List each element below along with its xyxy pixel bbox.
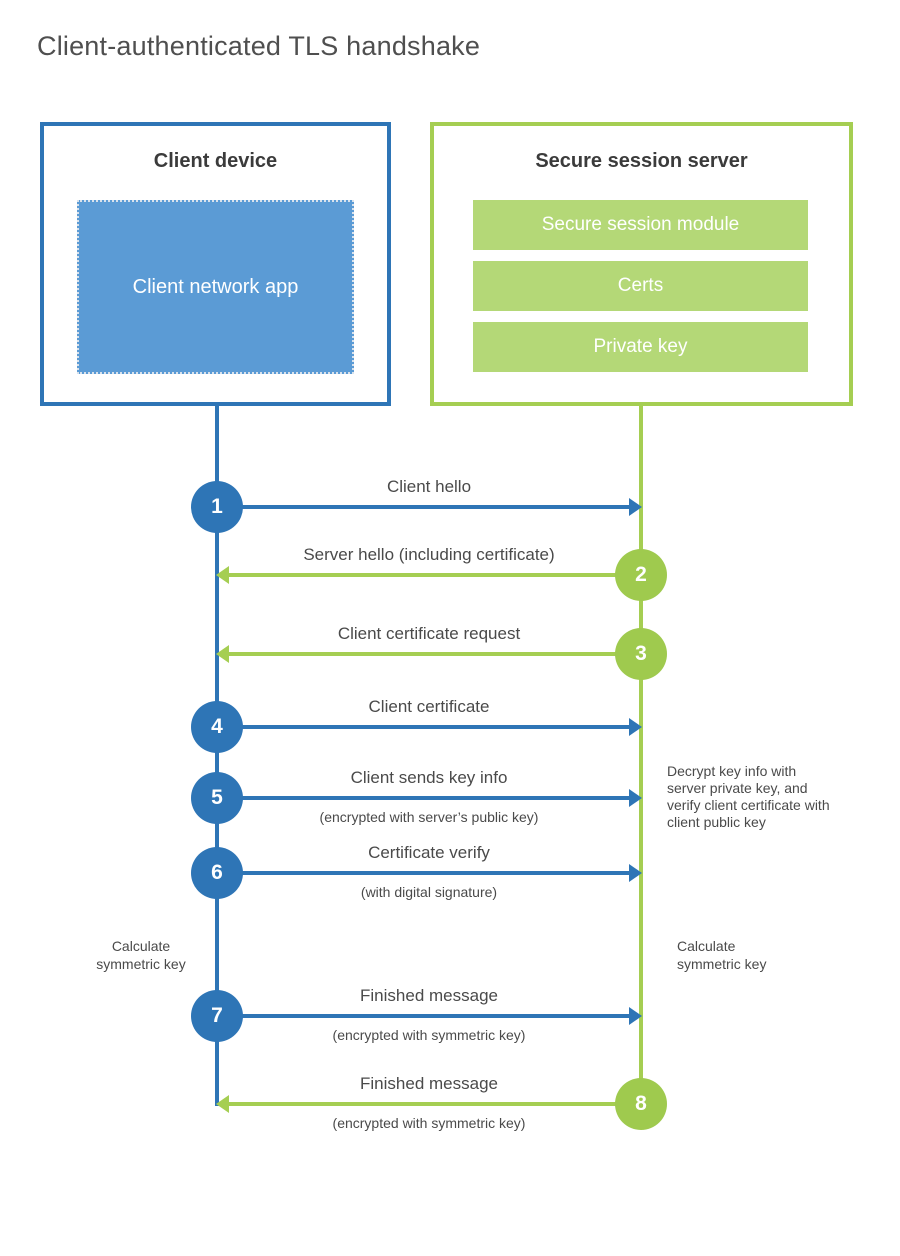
message-label: Client certificate xyxy=(368,697,490,716)
secure-session-server-title: Secure session server xyxy=(535,150,748,172)
step-number-badge: 4 xyxy=(191,701,243,753)
message-arrowhead xyxy=(629,1007,642,1025)
message-label: Finished message xyxy=(360,986,498,1005)
message-row: Client certificate request 3 xyxy=(0,622,900,698)
server-module-bar: Private key xyxy=(473,322,808,372)
step-number-badge: 7 xyxy=(191,990,243,1042)
server-module-bar: Certs xyxy=(473,261,808,311)
page-title: Client-authenticated TLS handshake xyxy=(37,31,481,61)
client-device-box: Client device Client network app xyxy=(40,122,391,406)
message-sublabel: (encrypted with symmetric key) xyxy=(332,1115,526,1131)
server-module-bar: Secure session module xyxy=(473,200,808,250)
message-arrowhead xyxy=(629,498,642,516)
message-row: Finished message 8 (encrypted with symme… xyxy=(0,1072,900,1148)
calc-symmetric-key-left: Calculate symmetric key xyxy=(96,938,186,972)
step-number-badge: 2 xyxy=(615,549,667,601)
message-label: Server hello (including certificate) xyxy=(303,545,555,564)
message-arrowhead xyxy=(629,864,642,882)
client-network-app-label: Client network app xyxy=(132,276,299,298)
message-arrowhead xyxy=(629,718,642,736)
message-row: Finished message 7 (encrypted with symme… xyxy=(0,984,900,1060)
message-arrow-line xyxy=(217,796,629,800)
message-row: Server hello (including certificate) 2 xyxy=(0,543,900,619)
step-number-badge: 5 xyxy=(191,772,243,824)
message-label: Client sends key info xyxy=(350,768,508,787)
message-arrow-line xyxy=(217,725,629,729)
calc-symmetric-key-right: Calculate symmetric key xyxy=(677,938,767,972)
message-arrow-line xyxy=(229,1102,641,1106)
message-arrow-line xyxy=(217,505,629,509)
message-arrow-line xyxy=(229,652,641,656)
message-label: Finished message xyxy=(360,1074,498,1093)
message-label: Client certificate request xyxy=(337,624,521,643)
message-arrowhead xyxy=(216,645,229,663)
message-label: Client hello xyxy=(386,477,472,496)
server-lifeline xyxy=(639,406,643,1106)
message-row: Client sends key info 5 (encrypted with … xyxy=(0,766,900,842)
step-number-badge: 3 xyxy=(615,628,667,680)
message-arrowhead xyxy=(216,1095,229,1113)
message-arrow-line xyxy=(217,1014,629,1018)
message-arrowhead xyxy=(629,789,642,807)
message-arrow-line xyxy=(229,573,641,577)
step-number-badge: 8 xyxy=(615,1078,667,1130)
message-arrow-line xyxy=(217,871,629,875)
secure-session-server-box: Secure session server Secure session mod… xyxy=(430,122,853,406)
message-row: Client hello 1 xyxy=(0,475,900,551)
message-sublabel: (encrypted with server’s public key) xyxy=(319,809,539,825)
message-label: Certificate verify xyxy=(368,843,490,862)
message-row: Certificate verify 6 (with digital signa… xyxy=(0,841,900,917)
client-device-title: Client device xyxy=(153,150,278,172)
step-number-badge: 1 xyxy=(191,481,243,533)
message-arrowhead xyxy=(216,566,229,584)
message-row: Client certificate 4 xyxy=(0,695,900,771)
client-lifeline xyxy=(215,406,219,1106)
message-sublabel: (encrypted with symmetric key) xyxy=(332,1027,526,1043)
decrypt-note: Decrypt key info with server private key… xyxy=(667,763,830,830)
message-sublabel: (with digital signature) xyxy=(360,884,498,900)
step-number-badge: 6 xyxy=(191,847,243,899)
client-network-app-box: Client network app xyxy=(77,200,354,374)
